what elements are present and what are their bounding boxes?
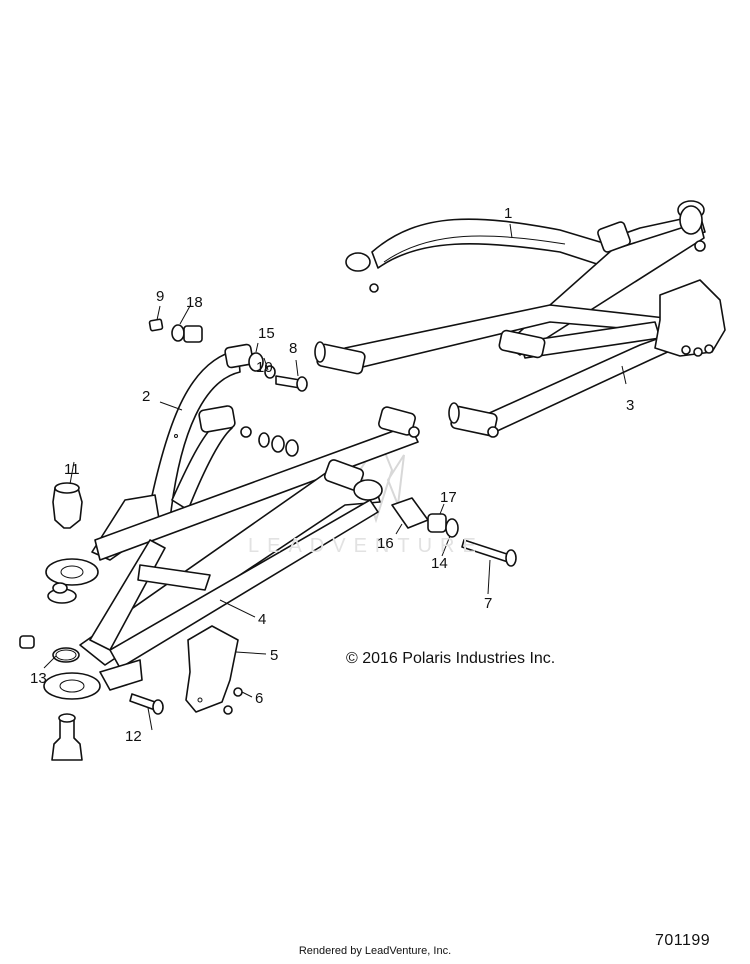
callout-8: 8 xyxy=(289,340,298,357)
lower-right-control-arm xyxy=(314,279,726,438)
copyright-notice: © 2016 Polaris Industries Inc. xyxy=(346,650,556,667)
callout-6: 6 xyxy=(255,690,264,707)
callout-11: 11 xyxy=(64,461,80,478)
callout-10: 10 xyxy=(256,359,273,376)
diagram-part-number: 701199 xyxy=(655,932,711,949)
callout-18: 18 xyxy=(186,294,203,311)
callout-7: 7 xyxy=(484,595,493,612)
callout-2: 2 xyxy=(142,388,151,405)
callout-13: 13 xyxy=(30,670,47,687)
callout-12: 12 xyxy=(125,728,142,745)
callout-4: 4 xyxy=(258,611,267,628)
lower-left-control-arm xyxy=(43,459,383,700)
callout-3: 3 xyxy=(626,397,635,414)
callout-14: 14 xyxy=(431,555,448,572)
guard-plate xyxy=(185,625,239,713)
upper-left-control-arm xyxy=(45,343,420,586)
callout-9: 9 xyxy=(156,288,165,305)
callout-16: 16 xyxy=(377,535,394,552)
watermark-text: LEADVENTURE xyxy=(248,535,484,557)
callout-5: 5 xyxy=(270,647,279,664)
rendered-by-footer: Rendered by LeadVenture, Inc. xyxy=(298,945,452,957)
leader-lines xyxy=(43,223,627,731)
callout-1: 1 xyxy=(504,205,513,222)
hardware-group xyxy=(19,318,517,761)
callout-17: 17 xyxy=(440,489,457,506)
callout-15: 15 xyxy=(258,325,275,342)
